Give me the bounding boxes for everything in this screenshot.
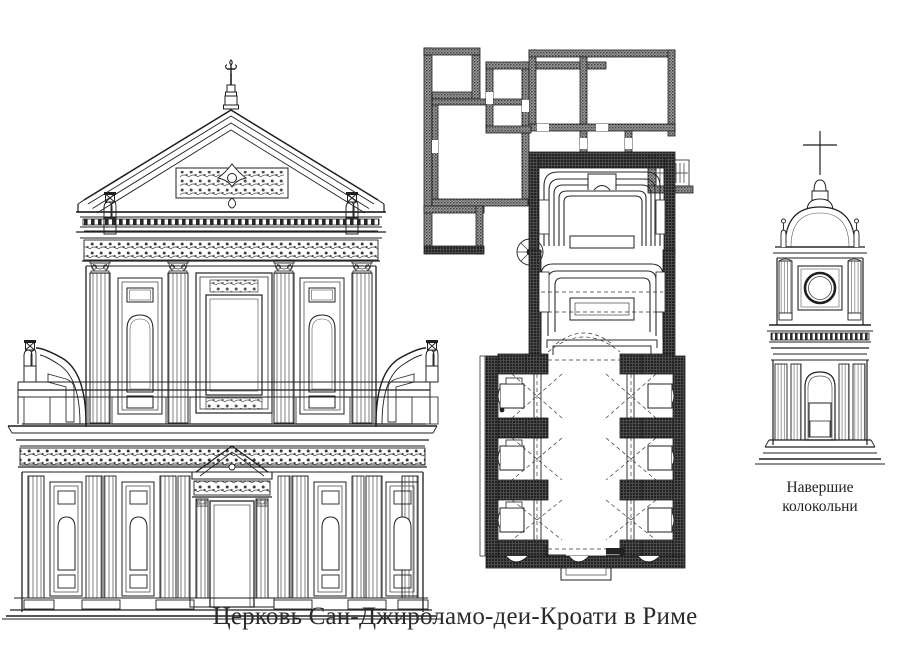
tower-cupola — [784, 179, 856, 248]
chapel-altar-right-1 — [647, 383, 675, 409]
lantern-cornice — [773, 246, 867, 259]
lower-niche-2 — [121, 481, 155, 597]
lower-niche-3 — [313, 481, 347, 597]
upper-central-window — [195, 272, 273, 414]
chapel-altar-left-1 — [497, 377, 525, 413]
lower-niche-4 — [385, 481, 419, 597]
tympanum-relief — [175, 163, 289, 209]
facade-elevation-figure — [0, 52, 445, 620]
belfry-stage — [772, 360, 868, 445]
lantern-finial-left — [780, 218, 787, 247]
lantern-stage — [776, 258, 864, 325]
main-caption: Церковь Сан-Джироламо-деи-Кроати в Риме — [212, 603, 698, 630]
attic-course — [17, 381, 439, 425]
upper-right-niche — [299, 277, 345, 415]
main-portal — [189, 445, 275, 608]
lower-story — [21, 445, 424, 612]
bell-tower-caption: Навершие колокольни — [745, 478, 895, 516]
floor-plan-drawing — [423, 47, 694, 581]
chapel-altar-right-2 — [647, 445, 675, 471]
upper-story — [85, 259, 377, 427]
lantern-finial-right — [853, 218, 860, 247]
nave — [479, 332, 686, 561]
upper-left-niche — [117, 277, 163, 415]
pilaster-upper-right-outer — [351, 259, 373, 424]
facade-elevation-drawing — [2, 59, 442, 620]
floor-plan-figure — [420, 40, 695, 581]
sanctuary-apse — [528, 157, 676, 255]
pilaster-upper-right-inner — [273, 259, 295, 424]
chapel-altar-left-3 — [497, 501, 525, 533]
bell-tower-figure — [745, 125, 895, 475]
tower-base — [755, 439, 885, 465]
bell-tower-caption-line1: Навершие — [786, 479, 854, 496]
main-cornice — [7, 425, 438, 447]
chapel-altar-right-3 — [647, 507, 675, 533]
tower-main-cornice — [767, 324, 873, 361]
stylobate — [2, 597, 442, 620]
acroterion-upper-right — [345, 192, 359, 235]
acroterion-upper-left — [103, 192, 117, 235]
bell-tower-caption-line2: колокольни — [782, 498, 858, 515]
entrance-wall — [485, 545, 686, 581]
pilaster-upper-left-inner — [167, 259, 189, 424]
lower-niche-1 — [49, 481, 83, 597]
presbytery — [528, 249, 676, 361]
pediment — [76, 109, 386, 232]
tower-cross-finial — [803, 131, 837, 175]
volute-left — [35, 347, 87, 425]
lower-frieze — [18, 447, 427, 473]
volute-right — [375, 347, 427, 425]
upper-entablature — [76, 231, 386, 267]
chapel-altar-left-2 — [497, 439, 525, 471]
cross-finial — [223, 59, 239, 110]
pilaster-upper-left-outer — [89, 259, 111, 424]
acroterion-lower-left — [23, 340, 37, 383]
bell-tower-drawing — [755, 131, 885, 465]
